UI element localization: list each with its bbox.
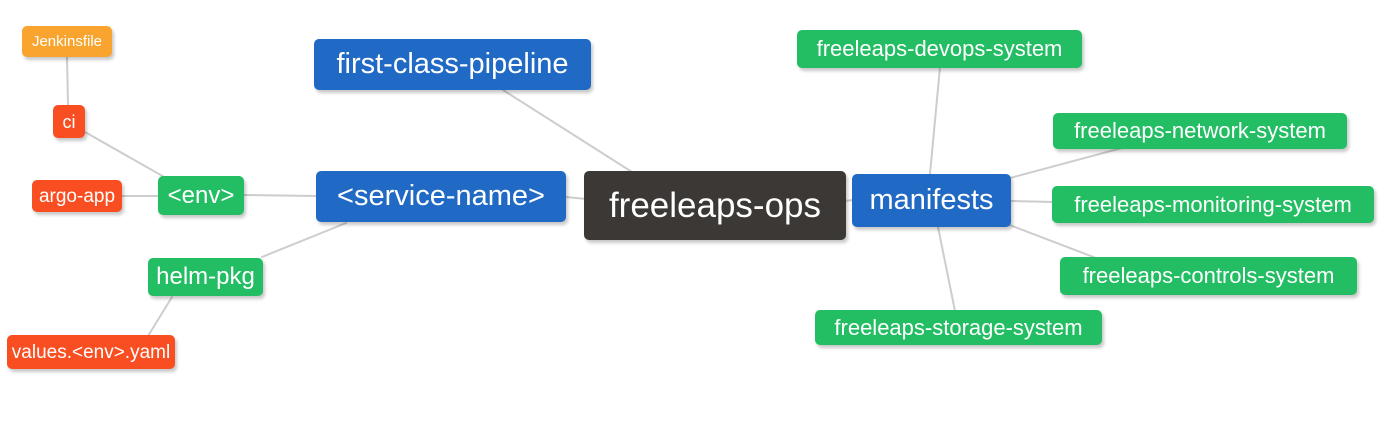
- node-first-class-pipeline[interactable]: first-class-pipeline: [314, 39, 591, 90]
- edge-manifests-controls: [1006, 223, 1097, 259]
- edge-manifests-network: [1009, 147, 1123, 179]
- node-values-env-yaml[interactable]: values.<env>.yaml: [7, 335, 175, 369]
- edge-manifests-storage: [937, 226, 956, 312]
- edge-service-name-helm-pkg: [261, 222, 347, 258]
- edge-jenkinsfile-ci: [66, 56, 69, 106]
- edge-pipeline-root: [502, 89, 633, 173]
- node-argo-app[interactable]: argo-app: [32, 180, 122, 212]
- edge-service-name-root: [565, 196, 587, 200]
- node-env[interactable]: <env>: [158, 176, 244, 215]
- node-freeleaps-devops-system[interactable]: freeleaps-devops-system: [797, 30, 1082, 68]
- node-manifests[interactable]: manifests: [852, 174, 1011, 227]
- node-freeleaps-storage-system[interactable]: freeleaps-storage-system: [815, 310, 1102, 345]
- node-freeleaps-monitoring-system[interactable]: freeleaps-monitoring-system: [1052, 186, 1374, 223]
- edge-manifests-devops: [929, 66, 941, 175]
- node-ci[interactable]: ci: [53, 105, 85, 138]
- edge-helm-pkg-values: [147, 296, 173, 337]
- node-service-name[interactable]: <service-name>: [316, 171, 566, 222]
- node-jenkinsfile[interactable]: Jenkinsfile: [22, 26, 112, 57]
- edge-ci-env: [84, 131, 167, 179]
- node-freeleaps-controls-system[interactable]: freeleaps-controls-system: [1060, 257, 1357, 295]
- node-freeleaps-network-system[interactable]: freeleaps-network-system: [1053, 113, 1347, 149]
- node-freeleaps-ops-root[interactable]: freeleaps-ops: [584, 171, 846, 240]
- node-helm-pkg[interactable]: helm-pkg: [148, 258, 263, 296]
- edge-env-service-name: [243, 194, 317, 197]
- edge-manifests-monitoring: [1010, 200, 1055, 203]
